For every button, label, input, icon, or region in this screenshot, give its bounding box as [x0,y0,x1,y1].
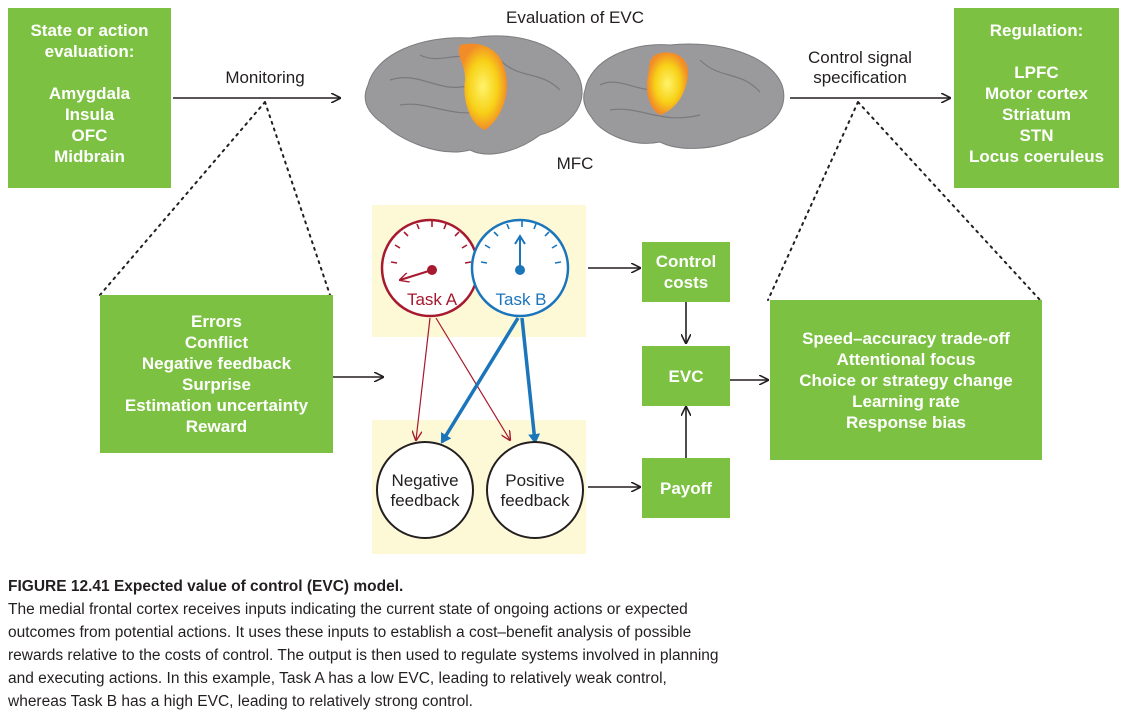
state-item: OFC [71,126,108,145]
regulation-item: Striatum [1002,105,1071,124]
caption-line: The medial frontal cortex receives input… [8,601,688,618]
control-signal-label: Control signal specification [790,48,930,88]
output-item: Attentional focus [836,349,976,369]
state-item: Amygdala [48,84,131,103]
negative-feedback-line1: Negative [391,471,458,490]
regulation-item: STN [1019,126,1054,145]
control-costs-line1: Control [655,252,717,271]
caption-line: outcomes from potential actions. It uses… [8,624,692,641]
input-item: Estimation uncertainty [124,396,309,415]
mfc-label: MFC [556,154,594,173]
evaluation-title: Evaluation of EVC [506,8,644,27]
outputs-box: Speed–accuracy trade-off Attentional foc… [770,300,1042,460]
payoff-box: Payoff [642,458,730,518]
regulation-heading: Regulation: [989,21,1084,40]
control-signal-line1: Control signal [808,48,912,67]
positive-feedback-line1: Positive [505,471,565,490]
regulation-item: Motor cortex [985,84,1088,103]
control-signal-line2: specification [813,68,907,87]
negative-feedback-line2: feedback [391,491,460,510]
monitoring-label: Monitoring [225,68,305,87]
state-evaluation-box: State or action evaluation: Amygdala Ins… [8,8,171,188]
output-item: Speed–accuracy trade-off [802,328,1010,348]
input-item: Reward [185,417,248,436]
control-costs-line2: costs [663,273,709,292]
positive-feedback-node [486,441,584,539]
regulation-item: Locus coeruleus [968,147,1105,166]
caption-title: FIGURE 12.41 Expected value of control (… [8,578,404,595]
input-item: Surprise [182,375,251,394]
task-a-label: Task A [407,290,458,309]
positive-feedback-line2: feedback [501,491,570,510]
input-item: Conflict [184,333,249,352]
control-costs-box: Control costs [642,242,730,302]
output-item: Choice or strategy change [799,370,1013,390]
input-item: Errors [190,312,243,331]
task-b-gauge [470,218,570,318]
evc-label: EVC [668,366,704,386]
payoff-label: Payoff [660,478,712,498]
state-heading-line1: State or action [30,21,149,40]
regulation-item: LPFC [1014,63,1059,82]
output-item: Learning rate [852,391,960,411]
negative-feedback-node [376,441,474,539]
state-heading-line2: evaluation: [44,42,135,61]
evc-box: EVC [642,346,730,406]
brain-left-icon [364,35,583,155]
brain-right-icon [583,43,785,149]
inputs-box: Errors Conflict Negative feedback Surpri… [100,295,333,453]
state-item: Midbrain [54,147,125,166]
caption-line: and executing actions. In this example, … [8,670,667,687]
output-item: Response bias [846,412,966,432]
figure-caption: FIGURE 12.41 Expected value of control (… [8,575,1118,713]
task-b-label: Task B [495,290,546,309]
regulation-box: Regulation: LPFC Motor cortex Striatum S… [954,8,1119,188]
state-item: Insula [64,105,115,124]
caption-line: rewards relative to the costs of control… [8,647,719,664]
caption-line: whereas Task B has a high EVC, leading t… [8,693,473,710]
input-item: Negative feedback [141,354,292,373]
